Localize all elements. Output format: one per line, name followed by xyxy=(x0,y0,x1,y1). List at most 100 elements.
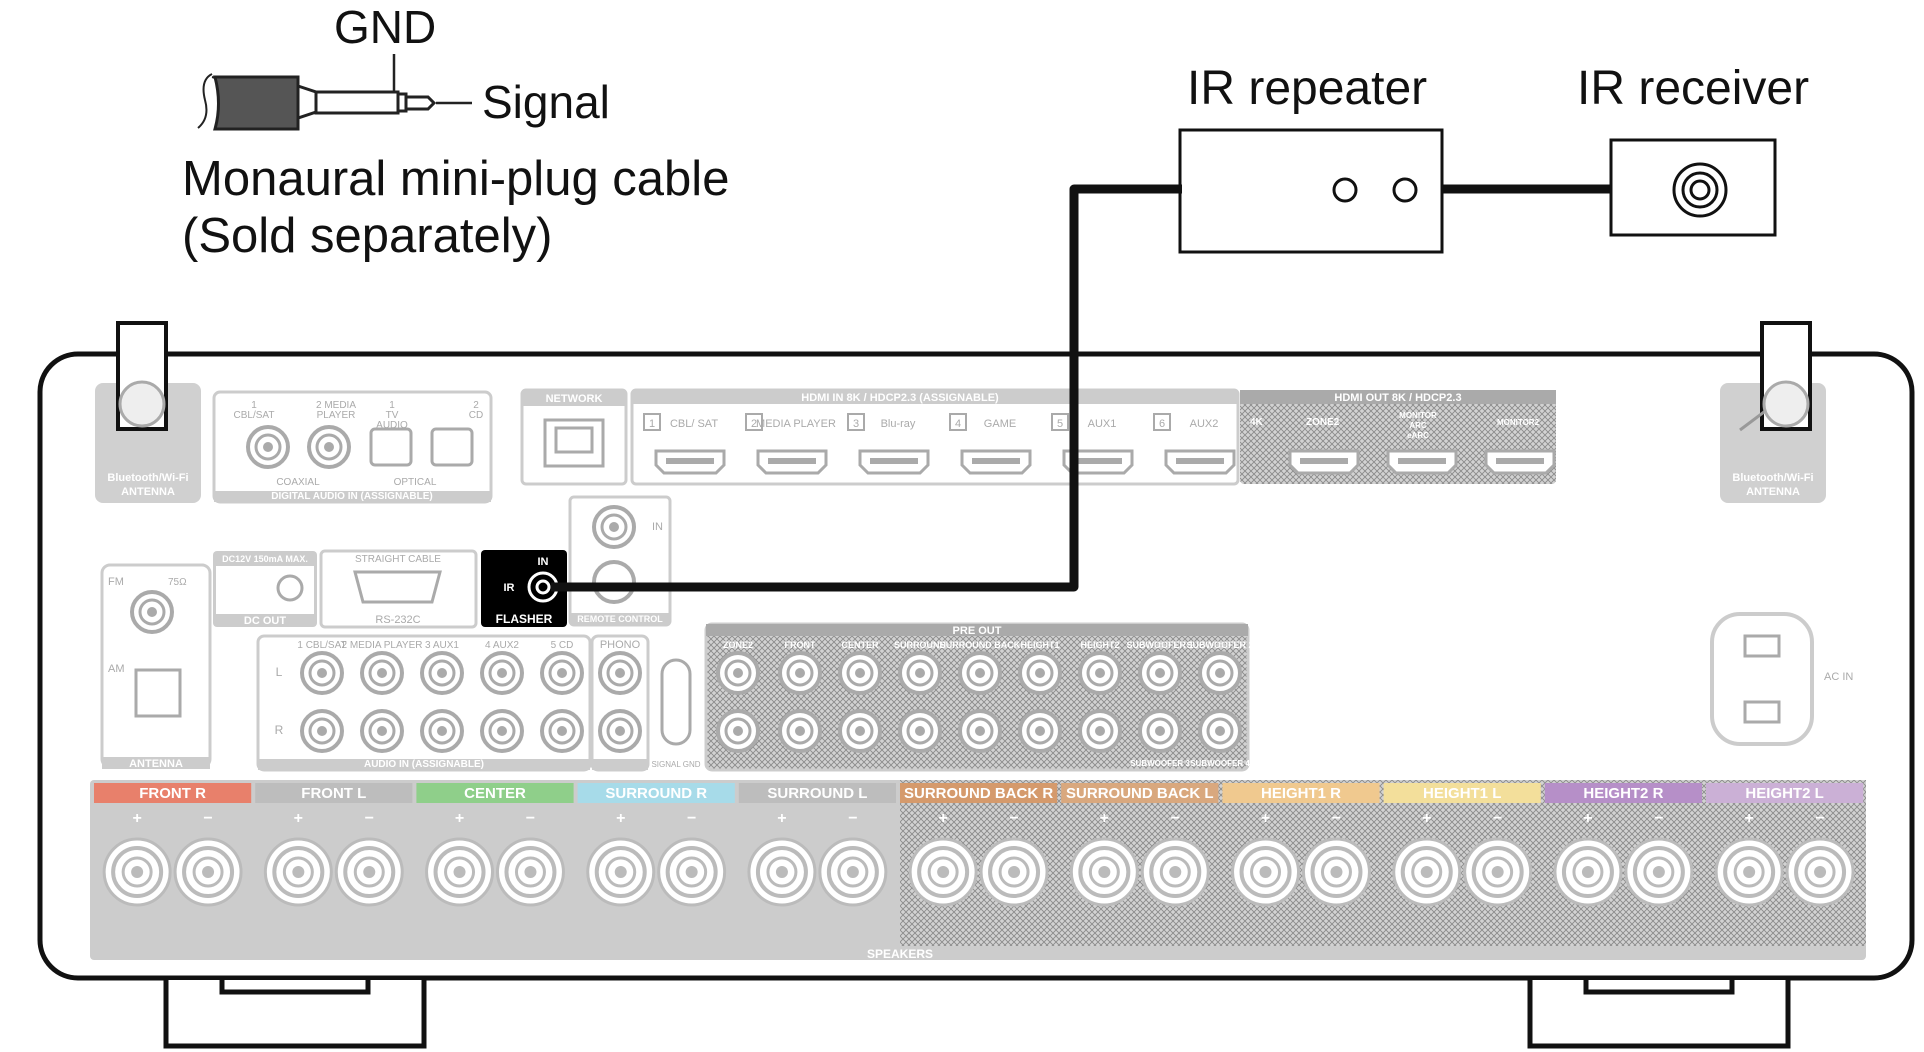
hdmi-input-number-box xyxy=(745,413,763,431)
optical-label: OPTICAL xyxy=(394,477,437,488)
speaker-terminal-plus xyxy=(746,837,817,907)
ir-repeater-label: IR repeater xyxy=(1187,62,1427,115)
hdmi-out-zone2: ZONE2 xyxy=(1306,417,1340,428)
speaker-channel-label: SURROUND BACK R xyxy=(904,785,1053,802)
pre-out-jack xyxy=(898,709,942,753)
port-label: PLAYER xyxy=(317,410,356,421)
hdmi-out-earc: eARC xyxy=(1407,431,1429,440)
coaxial-jack xyxy=(246,425,290,469)
speaker-channel-header xyxy=(1061,783,1219,803)
pre-out-jack xyxy=(898,651,942,695)
hdmi-input-label: CBL/ SAT xyxy=(670,418,718,430)
dc-out-jack xyxy=(276,574,304,602)
pre-out-jack xyxy=(1018,709,1062,753)
pre-out-channel-label: SUBWOOFER 3 xyxy=(1130,759,1190,768)
pre-out-title: PRE OUT xyxy=(953,625,1002,637)
ir-receiver-label: IR receiver xyxy=(1577,62,1809,115)
network-label: NETWORK xyxy=(546,393,603,405)
pre-out-channel-label: SUBWOOFER 1 xyxy=(1126,640,1193,650)
speaker-plus-sign: + xyxy=(1583,810,1592,827)
port-number: 1 xyxy=(251,400,257,411)
hdmi-out-monitor: MONITOR xyxy=(1399,411,1437,420)
hdmi-out-4k: 4K xyxy=(1250,417,1264,428)
network-section: NETWORK xyxy=(520,388,628,486)
speaker-channel-header xyxy=(94,783,252,803)
speaker-plus-sign: + xyxy=(616,810,625,827)
ir-repeater-jack xyxy=(1392,177,1418,203)
speaker-terminal-plus xyxy=(585,837,656,907)
rs232c-port xyxy=(353,570,442,604)
speaker-minus-sign: − xyxy=(203,810,212,827)
pre-out-channel-label: SURROUND xyxy=(894,640,947,650)
pre-out-channel-label: SUBWOOFER 4 xyxy=(1190,759,1250,768)
speaker-terminal-minus xyxy=(1140,837,1211,907)
hdmi-input-number-box xyxy=(949,413,967,431)
speaker-channel-header xyxy=(255,783,413,803)
speaker-terminal-minus xyxy=(1785,837,1856,907)
hdmi-in-port xyxy=(1164,449,1236,475)
pre-out-jack xyxy=(838,709,882,753)
speaker-terminal-plus xyxy=(1391,837,1462,907)
speaker-channel-label: FRONT L xyxy=(301,785,366,802)
dc-out-section: DC12V 150mA MAX. DC OUT xyxy=(213,551,317,627)
speaker-channel-header xyxy=(1222,783,1380,803)
hdmi-input-number: 3 xyxy=(853,418,859,430)
speaker-terminal-plus xyxy=(1230,837,1301,907)
digital-audio-title: DIGITAL AUDIO IN (ASSIGNABLE) xyxy=(271,491,433,502)
pre-out-channel-label: CENTER xyxy=(841,640,879,650)
pre-out-channel-label: HEIGHT1 xyxy=(1020,640,1059,650)
mini-plug-cable-illustration xyxy=(197,54,472,131)
audio-in-jack-l xyxy=(360,651,404,695)
pre-out-channel-label: HEIGHT2 xyxy=(1080,640,1119,650)
audio-in-jack-r xyxy=(300,709,344,753)
hdmi-out-monitor2: MONITOR2 xyxy=(1497,418,1540,427)
pre-out-jack xyxy=(838,651,882,695)
remote-control-section: REMOTE CONTROL IN xyxy=(568,495,672,627)
audio-in-input-label: 4 AUX2 xyxy=(485,640,519,651)
digital-audio-in-section: DIGITAL AUDIO IN (ASSIGNABLE) COAXIAL OP… xyxy=(212,390,493,504)
am-antenna-terminal xyxy=(134,668,182,718)
optical-jack xyxy=(430,427,474,467)
speaker-minus-sign: − xyxy=(526,810,535,827)
fm-antenna-jack xyxy=(130,590,174,634)
speaker-minus-sign: − xyxy=(1654,810,1663,827)
speaker-plus-sign: + xyxy=(938,810,947,827)
speaker-minus-sign: − xyxy=(848,810,857,827)
signal-gnd-terminal xyxy=(660,658,692,746)
fm-label: FM xyxy=(108,576,124,588)
hdmi-input-label: Blu-ray xyxy=(881,418,916,430)
speaker-terminal-minus xyxy=(1462,837,1533,907)
hdmi-input-number-box xyxy=(1051,413,1069,431)
speaker-channel-header xyxy=(416,783,574,803)
hdmi-in-port xyxy=(858,449,930,475)
speakers-section: SPEAKERS FRONT R+−FRONT L+−CENTER+−SURRO… xyxy=(90,780,1866,961)
optical-jack xyxy=(369,427,413,467)
speaker-terminal-minus xyxy=(495,837,566,907)
flasher-in-label: IN xyxy=(538,556,549,568)
cable-name-line1: Monaural mini-plug cable xyxy=(182,152,729,206)
speaker-terminal-minus xyxy=(1623,837,1694,907)
antenna-label: ANTENNA xyxy=(129,758,183,770)
flasher-ir-label: IR xyxy=(504,582,515,594)
speaker-channel-label: HEIGHT2 R xyxy=(1583,785,1663,802)
ac-inlet xyxy=(1710,612,1814,746)
hdmi-input-number: 2 xyxy=(751,418,757,430)
audio-in-jack-r xyxy=(540,709,584,753)
speaker-plus-sign: + xyxy=(132,810,141,827)
pre-out-jack xyxy=(1198,651,1242,695)
bt-antenna-label: ANTENNA xyxy=(1746,486,1800,498)
audio-in-jack-l xyxy=(480,651,524,695)
hdmi-input-number: 6 xyxy=(1159,418,1165,430)
pre-out-jack xyxy=(1078,709,1122,753)
speaker-terminal-plus xyxy=(424,837,495,907)
pre-out-jack xyxy=(778,709,822,753)
speaker-channel-label: FRONT R xyxy=(139,785,206,802)
ir-flasher-section: IN IR FLASHER xyxy=(481,550,567,627)
speaker-channel-label: SURROUND R xyxy=(605,785,707,802)
speaker-channel-header xyxy=(738,783,896,803)
hdmi-input-number: 1 xyxy=(649,418,655,430)
coaxial-label: COAXIAL xyxy=(276,477,320,488)
audio-in-jack-r xyxy=(360,709,404,753)
speaker-channel-label: SURROUND L xyxy=(767,785,867,802)
